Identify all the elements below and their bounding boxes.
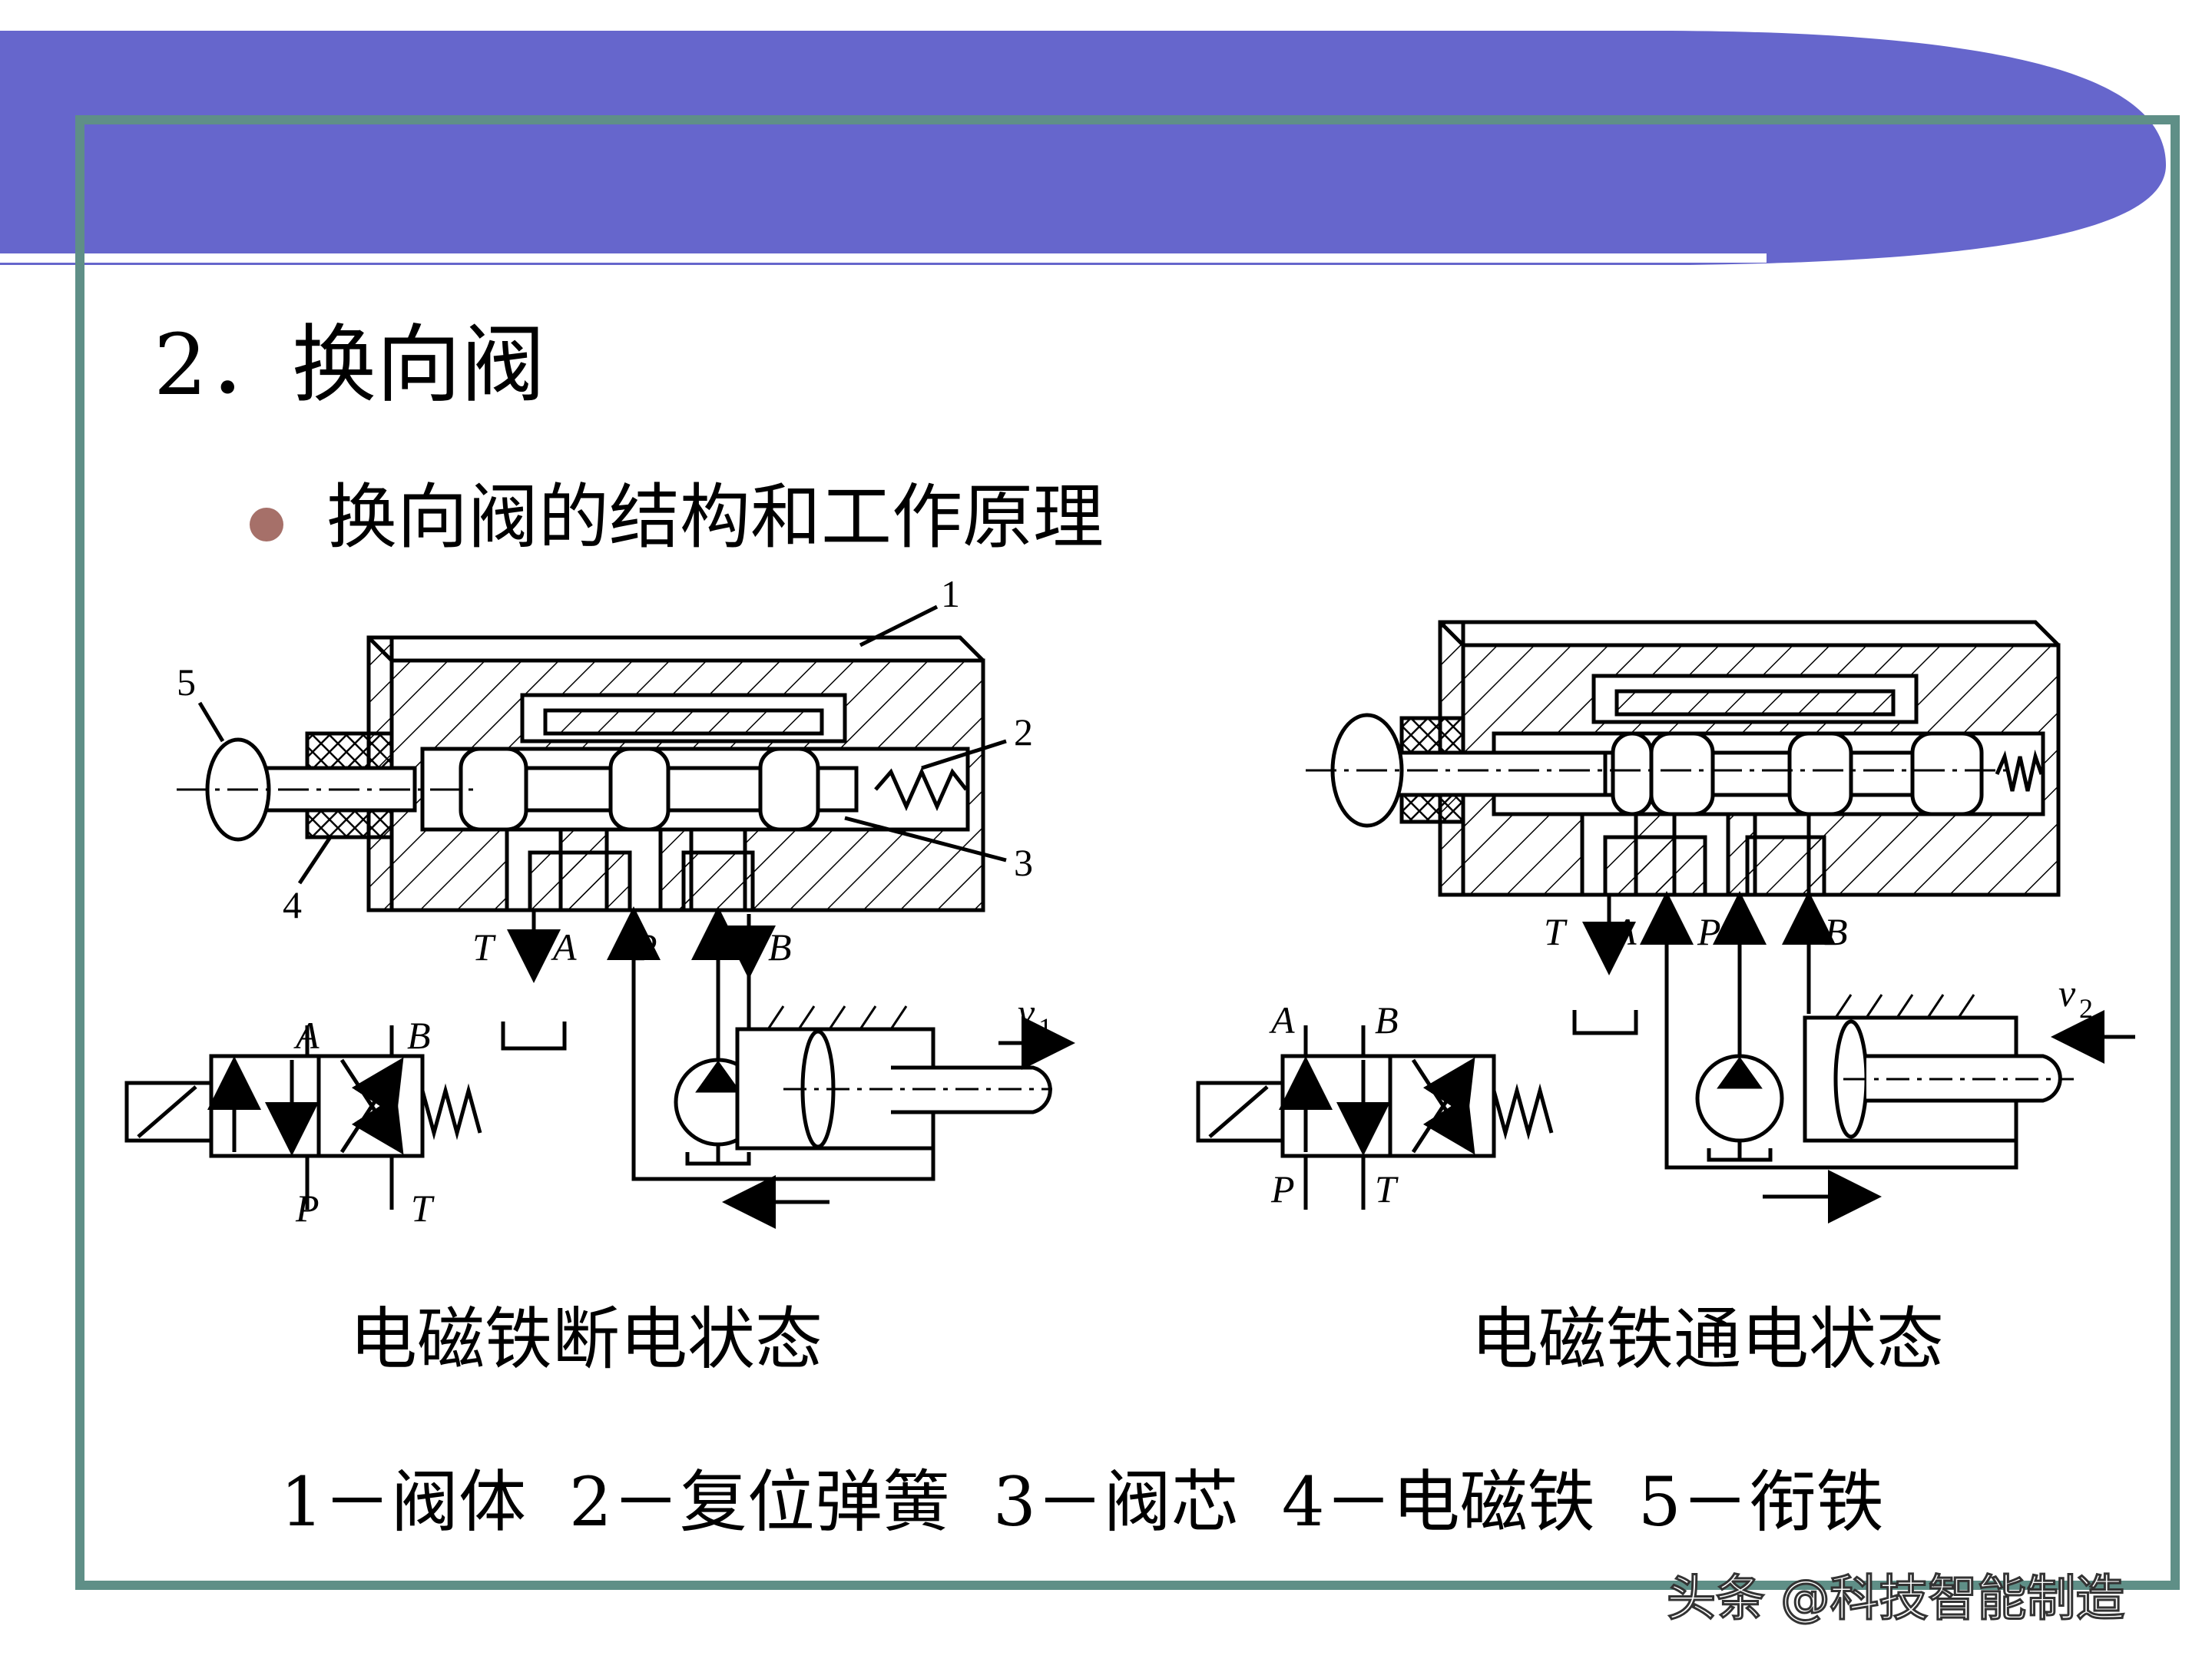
port-label-T: T bbox=[472, 926, 496, 969]
callout-4: 4 bbox=[283, 883, 302, 926]
slide-frame bbox=[75, 115, 2180, 1590]
callout-1: 1 bbox=[941, 572, 960, 615]
symbol-label-B: B bbox=[407, 1014, 431, 1057]
velocity-label: v bbox=[1018, 991, 1035, 1034]
right-valve-section bbox=[1196, 620, 2135, 1224]
right-valve-labels: T A P B A B P T v 2 bbox=[1269, 910, 2093, 1210]
symbol-label-A: A bbox=[1269, 998, 1295, 1041]
symbol-label-T: T bbox=[411, 1187, 435, 1230]
port-label-T: T bbox=[1544, 910, 1568, 953]
port-label-P: P bbox=[1697, 910, 1721, 953]
symbol-label-A: A bbox=[293, 1014, 320, 1057]
port-label-A: A bbox=[1611, 910, 1637, 953]
callout-5: 5 bbox=[177, 661, 196, 704]
right-diagram-caption: 电磁铁通电状态 bbox=[1471, 1300, 1945, 1379]
callout-2: 2 bbox=[1014, 710, 1033, 753]
callout-3: 3 bbox=[1014, 841, 1033, 884]
symbol-label-P: P bbox=[1270, 1167, 1295, 1210]
velocity-subscript: 1 bbox=[1038, 1012, 1052, 1043]
bullet-icon bbox=[250, 508, 283, 541]
left-valve-labels: 1 2 3 4 5 T A P B A B P T v 1 bbox=[177, 572, 1052, 1230]
port-label-P: P bbox=[633, 926, 657, 969]
watermark: 头条 @科技智能制造 bbox=[1665, 1571, 2125, 1628]
symbol-label-B: B bbox=[1375, 998, 1399, 1041]
port-label-A: A bbox=[551, 926, 577, 969]
port-label-B: B bbox=[1824, 910, 1848, 953]
symbol-label-P: P bbox=[295, 1187, 320, 1230]
header-banner bbox=[0, 31, 2166, 265]
left-valve-section bbox=[124, 604, 1075, 1229]
left-diagram-caption: 电磁铁断电状态 bbox=[349, 1300, 823, 1379]
bullet-text: 换向阀的结构和工作原理 bbox=[326, 476, 1104, 558]
symbol-label-T: T bbox=[1375, 1167, 1399, 1210]
velocity-label: v bbox=[2058, 972, 2076, 1015]
slide-title: 2．换向阀 bbox=[154, 316, 545, 414]
velocity-subscript: 2 bbox=[2079, 993, 2093, 1024]
parts-legend: 1－阀体 2－复位弹簧 3－阀芯 4－电磁铁 5－衔铁 bbox=[280, 1462, 1884, 1541]
port-label-B: B bbox=[768, 926, 792, 969]
